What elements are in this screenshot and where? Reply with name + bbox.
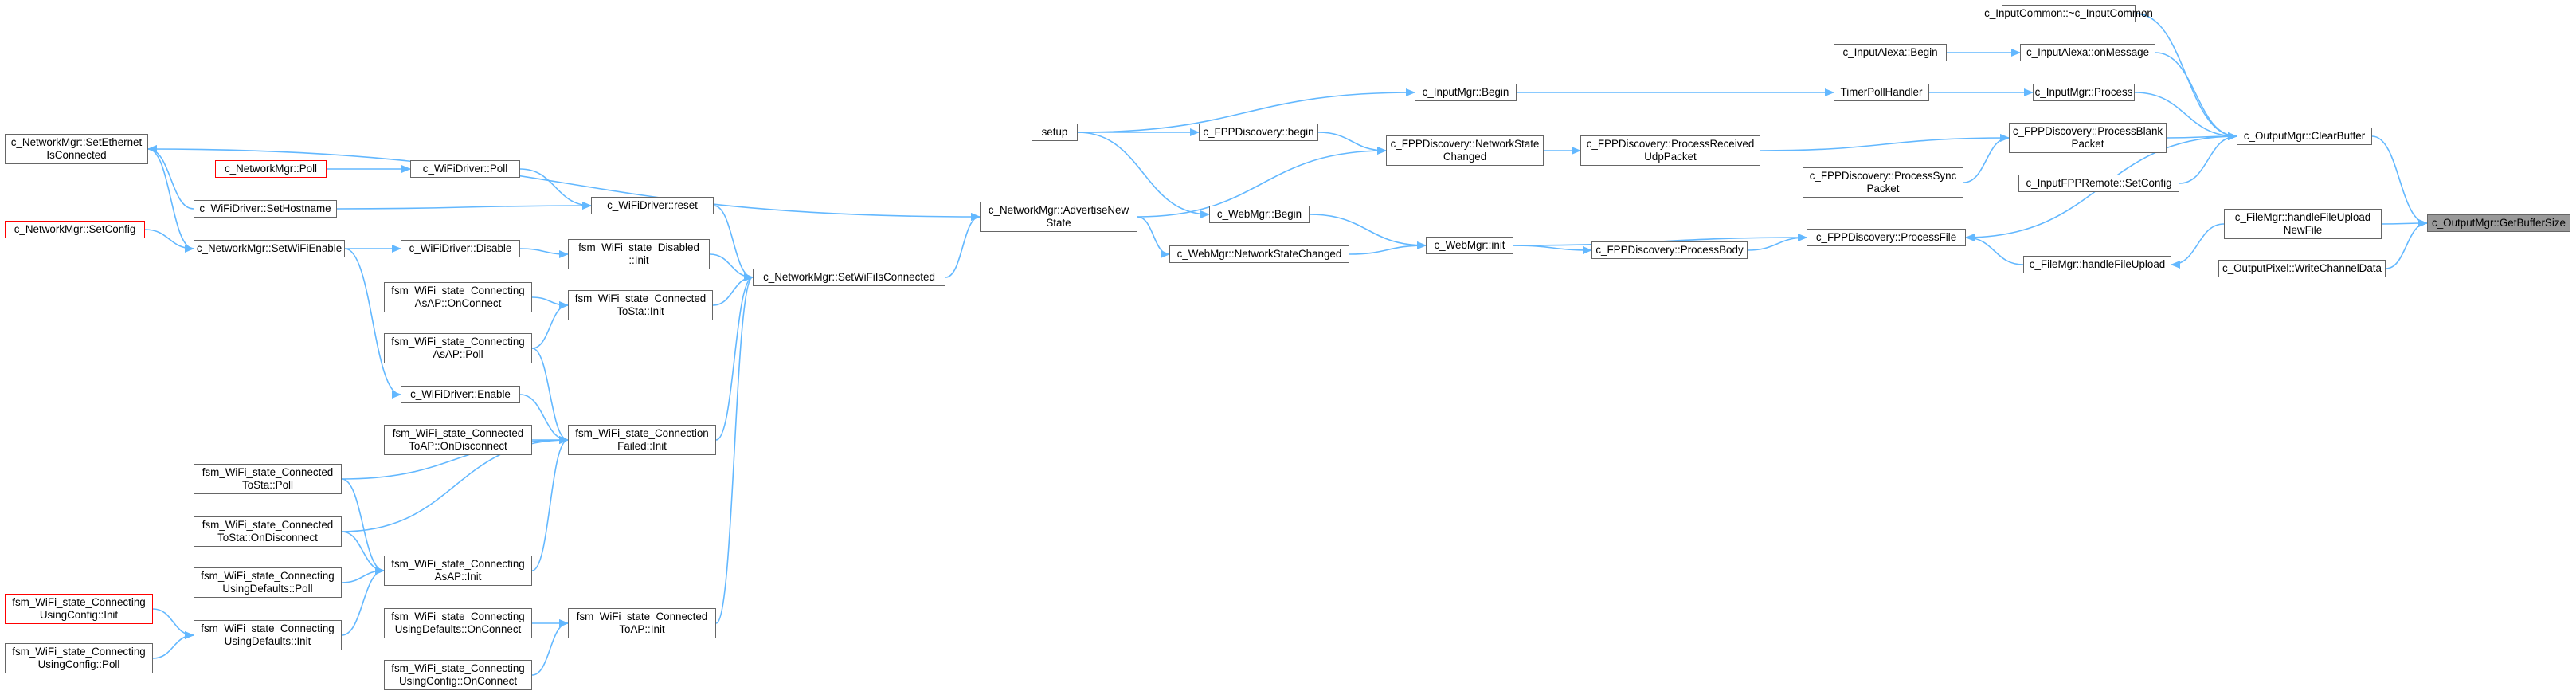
graph-node-connecting-usingdefaults-init[interactable]: fsm_WiFi_state_Connecting UsingDefaults:… [194, 620, 342, 650]
graph-node-handlefileupload[interactable]: c_FileMgr::handleFileUpload [2023, 256, 2171, 273]
graph-node-setwifienable[interactable]: c_NetworkMgr::SetWiFiEnable [194, 240, 345, 257]
edge-processreceivedudp-to-processblankpacket [1760, 134, 2010, 151]
edge-networkmgr-setconfig-to-setwifienable [144, 229, 194, 253]
graph-node-clearbuffer[interactable]: c_OutputMgr::ClearBuffer [2237, 128, 2372, 145]
graph-node-connecting-usingconfig-init[interactable]: fsm_WiFi_state_Connecting UsingConfig::I… [5, 594, 153, 624]
edge-writechanneldata-to-getbuffersize [2385, 219, 2428, 269]
graph-node-handlefileuploadnewfile[interactable]: c_FileMgr::handleFileUpload NewFile [2224, 209, 2382, 239]
edge-alexa-onmessage-to-clearbuffer [2155, 52, 2237, 140]
graph-node-connectionfailed-init[interactable]: fsm_WiFi_state_Connection Failed::Init [568, 425, 716, 455]
graph-node-connecting-asap-init[interactable]: fsm_WiFi_state_Connecting AsAP::Init [384, 556, 532, 586]
graph-node-fppremote-setconfig[interactable]: c_InputFPPRemote::SetConfig [2018, 175, 2179, 192]
edge-setethernetisconnected-to-advertisenewstate [147, 148, 981, 221]
graph-node-inputmgr-process[interactable]: c_InputMgr::Process [2033, 84, 2135, 101]
graph-node-alexa-onmessage[interactable]: c_InputAlexa::onMessage [2020, 44, 2155, 61]
edge-connecting-usingconfig-onconnect-to-connectedtoap-init [531, 619, 569, 676]
graph-node-connecting-asap-poll[interactable]: fsm_WiFi_state_Connecting AsAP::Poll [384, 333, 532, 363]
graph-node-fpp-begin[interactable]: c_FPPDiscovery::begin [1199, 124, 1318, 141]
graph-node-disabled-init[interactable]: fsm_WiFi_state_Disabled ::Init [568, 239, 710, 269]
edge-connectedtoap-init-to-setwifiisconnected [715, 273, 754, 624]
graph-node-processsyncpacket[interactable]: c_FPPDiscovery::ProcessSync Packet [1803, 167, 1963, 198]
graph-node-inputmgr-begin[interactable]: c_InputMgr::Begin [1415, 84, 1517, 101]
graph-node-setethernetisconnected[interactable]: c_NetworkMgr::SetEthernet IsConnected [5, 134, 148, 164]
edge-fpp-begin-to-networkstatechanged-fpp [1317, 132, 1387, 155]
graph-node-connecting-usingconfig-onconnect[interactable]: fsm_WiFi_state_Connecting UsingConfig::O… [384, 660, 532, 690]
graph-node-advertisenewstate[interactable]: c_NetworkMgr::AdvertiseNew State [980, 202, 1137, 232]
graph-node-connecting-asap-onconnect[interactable]: fsm_WiFi_state_Connecting AsAP::OnConnec… [384, 282, 532, 312]
graph-node-wifidriver-enable[interactable]: c_WiFiDriver::Enable [401, 386, 520, 403]
graph-node-setwifiisconnected[interactable]: c_NetworkMgr::SetWiFiIsConnected [753, 269, 945, 286]
graph-node-timerpollhandler[interactable]: TimerPollHandler [1834, 84, 1929, 101]
edge-connecting-usingdefaults-init-to-connecting-asap-init [341, 567, 385, 636]
graph-node-connectedtosta-init[interactable]: fsm_WiFi_state_Connected ToSta::Init [568, 290, 713, 320]
edge-handlefileupload-to-processfile [1965, 234, 2024, 265]
graph-node-processreceivedudp[interactable]: c_FPPDiscovery::ProcessReceived UdpPacke… [1580, 135, 1760, 166]
graph-node-wifidriver-sethostname[interactable]: c_WiFiDriver::SetHostname [194, 200, 337, 218]
edge-setup-to-inputmgr-begin [1077, 88, 1415, 133]
edge-connectionfailed-init-to-setwifiisconnected [715, 273, 754, 441]
edge-setup-to-webmgr-begin [1077, 132, 1210, 218]
edge-advertisenewstate-to-networkstatechanged-fpp [1137, 147, 1387, 218]
graph-node-connecting-usingconfig-poll[interactable]: fsm_WiFi_state_Connecting UsingConfig::P… [5, 643, 153, 673]
edge-inputmgr-process-to-clearbuffer [2134, 92, 2237, 140]
edge-advertisenewstate-to-webmgr-networkstatechanged [1137, 216, 1170, 258]
edge-connecting-asap-poll-to-connectedtosta-init [531, 301, 569, 349]
graph-node-webmgr-init[interactable]: c_WebMgr::init [1426, 237, 1513, 254]
graph-node-networkstatechanged-fpp[interactable]: c_FPPDiscovery::NetworkState Changed [1386, 135, 1544, 166]
edge-webmgr-begin-to-webmgr-init [1309, 214, 1427, 249]
edge-wifidriver-disable-to-disabled-init [519, 248, 569, 258]
graph-node-networkmgr-poll[interactable]: c_NetworkMgr::Poll [215, 160, 327, 178]
graph-node-connectedtoap-init[interactable]: fsm_WiFi_state_Connected ToAP::Init [568, 608, 716, 638]
graph-node-connectedtoap-ondisconnect[interactable]: fsm_WiFi_state_Connected ToAP::OnDisconn… [384, 425, 532, 455]
edge-setwifienable-to-wifidriver-enable [344, 248, 401, 399]
graph-node-connecting-usingdefaults-poll[interactable]: fsm_WiFi_state_Connecting UsingDefaults:… [194, 567, 342, 598]
graph-node-setup[interactable]: setup [1032, 124, 1078, 141]
edge-connecting-usingconfig-poll-to-connecting-usingdefaults-init [152, 631, 194, 659]
graph-node-wifidriver-reset[interactable]: c_WiFiDriver::reset [591, 197, 714, 214]
graph-node-getbuffersize: c_OutputMgr::GetBufferSize [2427, 214, 2570, 232]
graph-node-wifidriver-poll[interactable]: c_WiFiDriver::Poll [410, 160, 520, 178]
graph-node-processfile[interactable]: c_FPPDiscovery::ProcessFile [1807, 229, 1966, 246]
edge-setwifienable-to-setethernetisconnected [147, 145, 194, 249]
edge-wifidriver-poll-to-wifidriver-reset [519, 168, 592, 210]
graph-node-networkmgr-setconfig[interactable]: c_NetworkMgr::SetConfig [5, 221, 145, 238]
edge-setwifiisconnected-to-advertisenewstate [945, 213, 981, 278]
graph-node-processbody[interactable]: c_FPPDiscovery::ProcessBody [1591, 241, 1748, 259]
graph-node-processblankpacket[interactable]: c_FPPDiscovery::ProcessBlank Packet [2009, 123, 2167, 153]
edge-processsyncpacket-to-processblankpacket [1963, 134, 2010, 183]
edge-wifidriver-sethostname-to-wifidriver-reset [336, 202, 592, 210]
graph-node-webmgr-begin[interactable]: c_WebMgr::Begin [1209, 206, 1310, 223]
graph-node-connecting-usingdefaults-onconnect[interactable]: fsm_WiFi_state_Connecting UsingDefaults:… [384, 608, 532, 638]
edge-webmgr-networkstatechanged-to-webmgr-init [1349, 241, 1427, 255]
edge-wifidriver-sethostname-to-setethernetisconnected [147, 145, 194, 210]
graph-node-alexa-begin[interactable]: c_InputAlexa::Begin [1834, 44, 1947, 61]
graph-node-writechanneldata[interactable]: c_OutputPixel::WriteChannelData [2218, 260, 2386, 277]
edge-connecting-asap-init-to-connectionfailed-init [531, 436, 569, 571]
graph-node-connectedtosta-ondisconnect[interactable]: fsm_WiFi_state_Connected ToSta::OnDiscon… [194, 516, 342, 547]
graph-node-webmgr-networkstatechanged[interactable]: c_WebMgr::NetworkStateChanged [1169, 245, 1349, 263]
graph-node-inputcommon-dtor[interactable]: c_InputCommon::~c_InputCommon [1984, 5, 2153, 22]
graph-node-wifidriver-disable[interactable]: c_WiFiDriver::Disable [401, 240, 520, 257]
graph-node-connectedtosta-poll[interactable]: fsm_WiFi_state_Connected ToSta::Poll [194, 464, 342, 494]
edge-handlefileuploadnewfile-to-handlefileupload [2171, 223, 2225, 269]
